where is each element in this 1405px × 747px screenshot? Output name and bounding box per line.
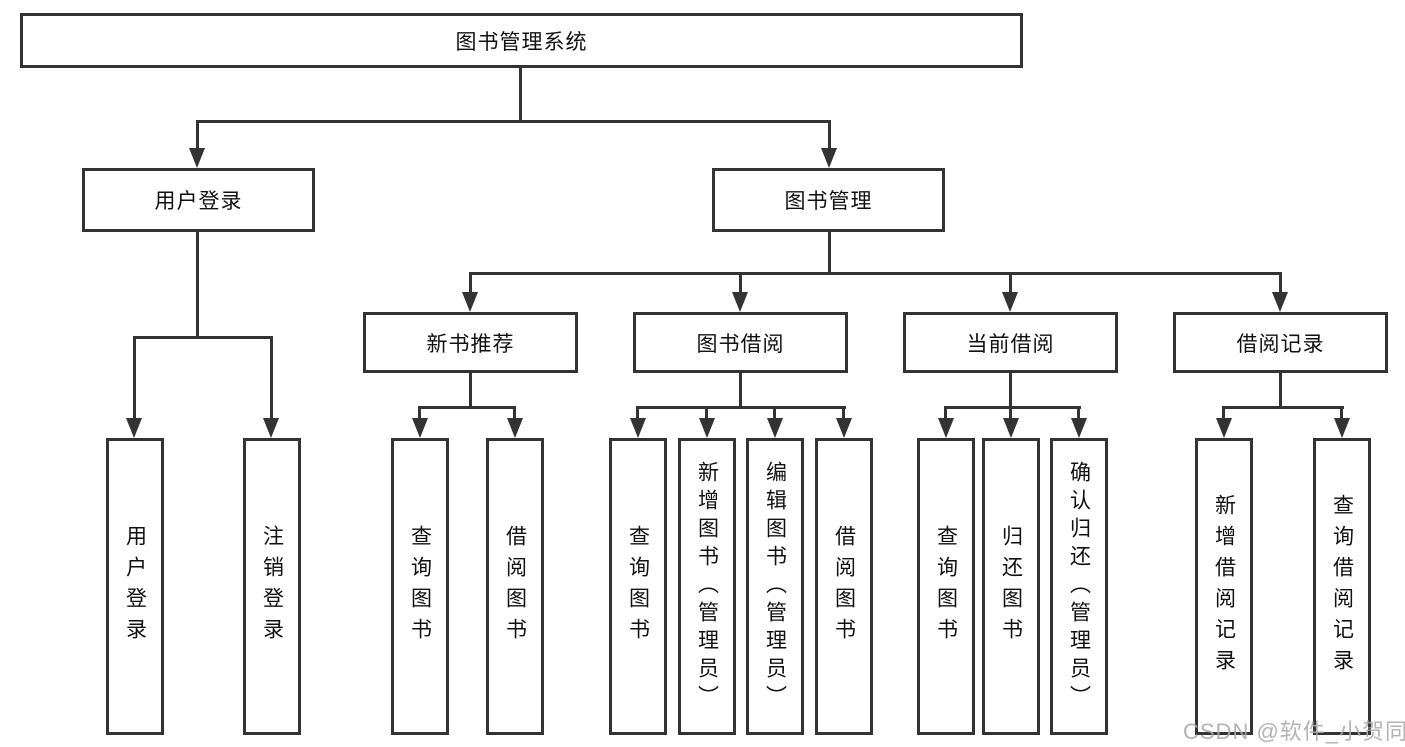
connector-drop-leaf — [133, 336, 136, 420]
connector-root-branch — [196, 120, 831, 123]
connector-drop-leaf — [944, 406, 947, 420]
leaf-query-books-borrow: 查询图书 — [609, 438, 667, 735]
connector-drop-borrow-records — [1279, 272, 1282, 294]
leaf-user-login: 用户登录 — [106, 438, 164, 735]
arrow-down-icon — [507, 418, 523, 438]
leaf-label: 借阅图书 — [503, 524, 527, 649]
leaf-edit-books-admin: 编辑图书（管理员） — [746, 438, 804, 735]
leaf-label: 查询图书 — [626, 524, 650, 649]
leaf-label: 新增图书（管理员） — [695, 460, 719, 713]
connector-drop-current-borrow — [1009, 272, 1012, 294]
connector-drop-leaf — [842, 406, 845, 420]
connector-user-login-branch — [133, 336, 273, 339]
leaf-borrow-books-recommend: 借阅图书 — [486, 438, 544, 735]
node-new-book-recommend: 新书推荐 — [363, 312, 578, 373]
leaf-label: 注销登录 — [260, 524, 284, 649]
connector-root-stem — [519, 68, 522, 120]
connector-drop-leaf — [513, 406, 516, 420]
connector-drop-leaf — [270, 336, 273, 420]
connector-drop-book-borrow — [739, 272, 742, 294]
connector-new-book-stem — [469, 373, 472, 406]
connector-book-borrow-branch — [636, 406, 846, 409]
arrow-down-icon — [767, 418, 783, 438]
arrow-down-icon — [938, 418, 954, 438]
arrow-down-icon — [1002, 292, 1018, 312]
arrow-down-icon — [630, 418, 646, 438]
leaf-add-borrow-record: 新增借阅记录 — [1195, 438, 1253, 735]
leaf-add-books-admin: 新增图书（管理员） — [678, 438, 736, 735]
connector-drop-leaf — [773, 406, 776, 420]
connector-drop-leaf — [418, 406, 421, 420]
arrow-down-icon — [126, 418, 142, 438]
connector-book-borrow-stem — [739, 373, 742, 406]
arrow-down-icon — [1216, 418, 1232, 438]
node-borrow-records: 借阅记录 — [1173, 312, 1388, 373]
leaf-query-books-recommend: 查询图书 — [391, 438, 449, 735]
leaf-label: 用户登录 — [123, 524, 147, 649]
node-library-management-system: 图书管理系统 — [20, 13, 1023, 68]
node-book-borrow: 图书借阅 — [633, 312, 848, 373]
arrow-down-icon — [462, 292, 478, 312]
leaf-logout-login: 注销登录 — [243, 438, 301, 735]
connector-current-borrow-stem — [1009, 373, 1012, 406]
connector-current-borrow-branch — [944, 406, 1081, 409]
node-book-management: 图书管理 — [712, 168, 945, 232]
connector-drop-book-management — [828, 120, 831, 150]
leaf-label: 新增借阅记录 — [1212, 493, 1236, 680]
arrow-down-icon — [189, 148, 205, 168]
node-current-borrow: 当前借阅 — [903, 312, 1118, 373]
connector-drop-leaf — [1340, 406, 1343, 420]
connector-new-book-branch — [418, 406, 516, 409]
leaf-label: 归还图书 — [999, 524, 1023, 649]
arrow-down-icon — [1003, 418, 1019, 438]
leaf-label: 编辑图书（管理员） — [763, 460, 787, 713]
connector-drop-leaf — [705, 406, 708, 420]
csdn-watermark: CSDN @软件_小贺同学 — [1183, 719, 1405, 744]
leaf-label: 借阅图书 — [832, 524, 856, 649]
leaf-label: 查询图书 — [408, 524, 432, 649]
leaf-label: 查询借阅记录 — [1330, 493, 1354, 680]
arrow-down-icon — [1071, 418, 1087, 438]
connector-drop-new-book — [469, 272, 472, 294]
arrow-down-icon — [699, 418, 715, 438]
leaf-confirm-return-admin: 确认归还（管理员） — [1050, 438, 1108, 735]
connector-borrow-records-branch — [1222, 406, 1344, 409]
leaf-label: 查询图书 — [934, 524, 958, 649]
connector-drop-leaf — [636, 406, 639, 420]
connector-borrow-records-stem — [1279, 373, 1282, 406]
arrow-down-icon — [412, 418, 428, 438]
leaf-return-books: 归还图书 — [982, 438, 1040, 735]
connector-user-login-stem — [196, 232, 199, 336]
connector-drop-user-login — [196, 120, 199, 150]
leaf-query-books-current: 查询图书 — [917, 438, 975, 735]
arrow-down-icon — [732, 292, 748, 312]
connector-book-management-stem — [828, 232, 831, 272]
arrow-down-icon — [836, 418, 852, 438]
connector-book-management-branch — [469, 272, 1281, 275]
connector-drop-leaf — [1009, 406, 1012, 420]
arrow-down-icon — [821, 148, 837, 168]
leaf-query-borrow-record: 查询借阅记录 — [1313, 438, 1371, 735]
connector-drop-leaf — [1222, 406, 1225, 420]
arrow-down-icon — [1272, 292, 1288, 312]
arrow-down-icon — [1334, 418, 1350, 438]
connector-drop-leaf — [1077, 406, 1080, 420]
node-user-login: 用户登录 — [82, 168, 315, 232]
arrow-down-icon — [263, 418, 279, 438]
leaf-label: 确认归还（管理员） — [1067, 460, 1091, 713]
leaf-borrow-books: 借阅图书 — [815, 438, 873, 735]
